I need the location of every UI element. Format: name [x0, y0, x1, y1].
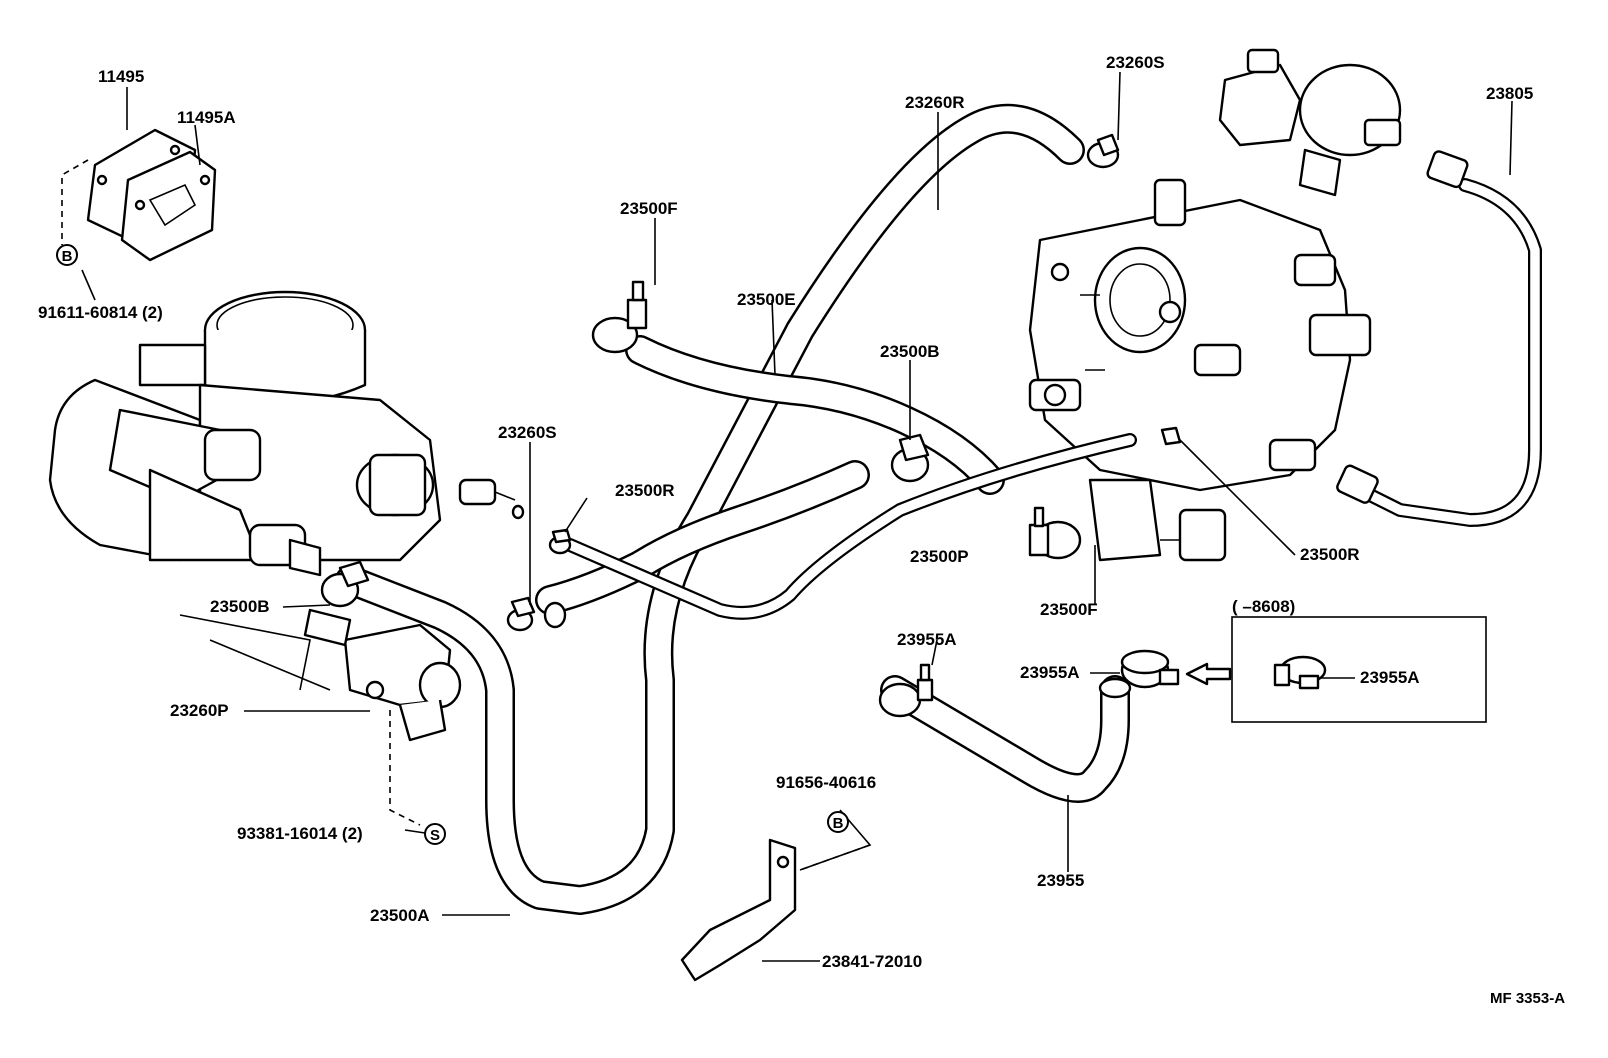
- label-23955a-left: 23955A: [897, 630, 957, 649]
- clamp-23500b-mid: [890, 433, 930, 483]
- diagram-code: MF 3353-A: [1490, 990, 1565, 1007]
- label-23500r-right: 23500R: [1300, 545, 1360, 564]
- dashed-lines: [61, 159, 871, 871]
- clamp-23260s-top: [1086, 133, 1120, 169]
- clamp-23955a-mid: [1120, 649, 1180, 689]
- arrow-icon: [1185, 662, 1232, 686]
- label-23500f-bottom: 23500F: [1040, 600, 1098, 619]
- clamp-23500r-right: [1160, 426, 1182, 446]
- gaskets: [86, 128, 217, 262]
- tube-23500p: [563, 433, 1137, 620]
- clamp-23955a-left: [878, 663, 934, 718]
- label-91656-40616: 91656-40616: [776, 773, 876, 792]
- label-23500p: 23500P: [910, 547, 969, 566]
- label-23841-72010: 23841-72010: [822, 952, 922, 971]
- clamp-23955a-box: [1273, 655, 1327, 690]
- label-23260s-mid: 23260S: [498, 423, 557, 442]
- label-8608: ( –8608): [1232, 597, 1295, 616]
- svg-text:S: S: [430, 827, 440, 844]
- label-23500b-mid: 23500B: [880, 342, 940, 361]
- throttle-sensor: [1218, 48, 1402, 197]
- label-23260r: 23260R: [905, 93, 965, 112]
- screw-symbol-s: S: [424, 823, 446, 845]
- clamp-23500b-left: [320, 560, 370, 608]
- label-23500b-left: 23500B: [210, 597, 270, 616]
- label-23500r-mid: 23500R: [615, 481, 675, 500]
- svg-text:B: B: [62, 248, 73, 265]
- label-23260s-top: 23260S: [1106, 53, 1165, 72]
- label-23955a-box: 23955A: [1360, 668, 1420, 687]
- label-23500f-top: 23500F: [620, 199, 678, 218]
- pipe-23805: [1336, 150, 1542, 527]
- label-23260p: 23260P: [170, 701, 229, 720]
- throttle-body: [1028, 178, 1372, 562]
- hose-23500a: [535, 460, 870, 615]
- hose-23260r: [335, 103, 1085, 915]
- clamp-23500f-bottom: [1028, 506, 1082, 560]
- label-11495a: 11495A: [177, 108, 236, 127]
- hose-23955: [880, 675, 1132, 803]
- label-23500e: 23500E: [737, 290, 796, 309]
- leader-lines: [81, 71, 1513, 962]
- bracket: [680, 838, 797, 982]
- bolt-symbol-b-bottom: B: [827, 811, 849, 833]
- label-23500a: 23500A: [370, 906, 430, 925]
- label-23955a-mid: 23955A: [1020, 663, 1080, 682]
- label-23805: 23805: [1486, 84, 1533, 103]
- air-valve: [303, 608, 462, 742]
- hose-23500e: [625, 335, 1005, 495]
- svg-text:B: B: [833, 815, 844, 832]
- clamp-23500r-mid: [548, 528, 572, 555]
- bolt-symbol-b-top: B: [56, 244, 78, 266]
- clamp-23500f-top: [591, 280, 648, 354]
- label-91611-60814: 91611-60814 (2): [38, 303, 163, 322]
- label-93381-16014: 93381-16014 (2): [237, 824, 363, 843]
- label-23955: 23955: [1037, 871, 1084, 890]
- clamp-23260s-mid: [506, 596, 567, 632]
- inset-box: [1231, 616, 1487, 723]
- intake-chamber: [48, 290, 525, 691]
- label-11495: 11495: [98, 67, 144, 86]
